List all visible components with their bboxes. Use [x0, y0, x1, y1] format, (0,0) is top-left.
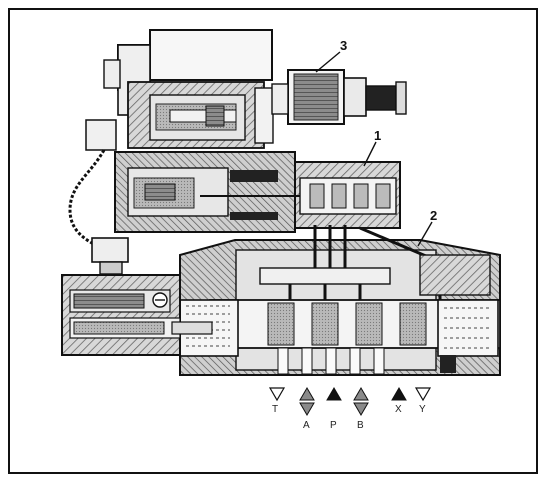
cable-coil — [68, 149, 106, 250]
port-label-b: B — [357, 420, 364, 431]
port-x-triangle — [391, 387, 407, 401]
port-p-triangle — [326, 387, 342, 401]
motor-solenoid-unit — [271, 69, 407, 125]
pilot-valve-body — [114, 151, 401, 233]
port-b-up-triangle — [353, 387, 369, 401]
port-t-triangle — [268, 387, 286, 402]
port-a-down-triangle — [299, 402, 315, 416]
port-b-down-triangle — [353, 402, 369, 416]
callout-3-leader — [315, 51, 341, 73]
main-valve-body — [179, 225, 501, 376]
connector-plug — [91, 237, 129, 275]
callout-3: 3 — [340, 38, 347, 53]
port-a-up-triangle — [299, 387, 315, 401]
callout-2-leader — [417, 221, 433, 247]
port-label-p: P — [330, 420, 337, 431]
port-symbols — [268, 387, 432, 416]
pilot-solenoid-housing — [85, 29, 274, 151]
callout-1-leader — [363, 141, 377, 167]
callout-1: 1 — [374, 128, 381, 143]
port-label-a: A — [303, 420, 310, 431]
port-y-triangle — [414, 387, 432, 402]
callout-2: 2 — [430, 208, 437, 223]
port-label-t: T — [272, 404, 278, 415]
port-label-y: Y — [419, 404, 426, 415]
position-transducer — [61, 274, 213, 356]
port-label-x: X — [395, 404, 402, 415]
